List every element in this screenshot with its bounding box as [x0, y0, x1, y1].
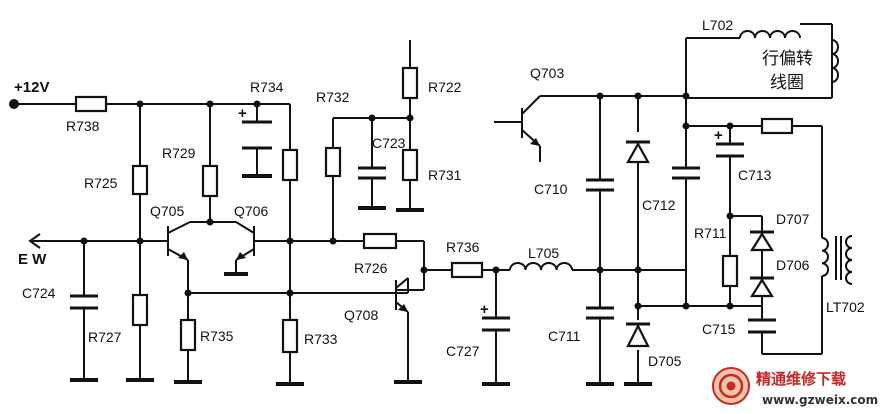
diode-d706 [750, 276, 774, 298]
capacitor-c712 [672, 166, 700, 180]
label-c711: C711 [548, 328, 581, 344]
capacitor-c724 [70, 294, 98, 310]
capacitor-c710 [586, 178, 614, 192]
capacitor-top-electrolytic: + [238, 105, 272, 150]
resistor-r735 [179, 318, 197, 352]
label-l702: L702 [702, 17, 733, 33]
label-r727: R727 [88, 329, 122, 345]
resistor-lt702-feed [760, 117, 794, 135]
resistor-r736 [450, 261, 484, 279]
resistor-r733 [281, 318, 299, 354]
svg-text:+: + [238, 105, 247, 122]
label-r729: R729 [162, 145, 196, 161]
label-r738: R738 [66, 118, 100, 134]
resistor-r732 [324, 146, 342, 178]
label-q705: Q705 [150, 203, 184, 219]
resistor-r731 [401, 148, 419, 182]
wires [14, 23, 833, 382]
q706-emitter-arrow-icon [236, 252, 246, 260]
component-labels: +12V E W R738 R725 R729 R734 R732 R722 C… [14, 17, 865, 369]
label-vcc: +12V [14, 79, 49, 96]
watermark-title: 精通维修下载 [756, 370, 846, 388]
label-r736: R736 [446, 239, 480, 255]
label-q703: Q703 [530, 65, 564, 81]
label-c727: C727 [446, 343, 480, 359]
label-lt702: LT702 [826, 299, 865, 315]
diode-damper [626, 140, 650, 164]
capacitors: + + + [70, 105, 776, 334]
label-c724: C724 [22, 285, 56, 301]
label-l705: L705 [528, 245, 559, 261]
label-coil-line1: 行偏转 [762, 49, 813, 69]
resistor-r727 [131, 293, 149, 327]
svg-text:+: + [714, 127, 723, 144]
resistor-r711 [721, 254, 739, 288]
label-r711: R711 [694, 225, 727, 241]
resistor-r729 [201, 164, 219, 198]
label-q706: Q706 [234, 203, 268, 219]
label-d705: D705 [648, 353, 682, 369]
label-d706: D706 [776, 257, 810, 273]
label-r731: R731 [428, 167, 462, 183]
junction-dots [9, 92, 734, 310]
resistor-r738 [74, 95, 108, 113]
label-c713: C713 [738, 167, 772, 183]
label-r735: R735 [200, 328, 234, 344]
label-r732: R732 [316, 89, 350, 105]
capacitor-c727: + [480, 301, 510, 332]
label-r734: R734 [250, 79, 284, 95]
inductor-l705 [509, 262, 573, 271]
q705-emitter-arrow-icon [178, 252, 188, 260]
capacitor-c723 [358, 166, 386, 180]
resistor-r722 [401, 66, 419, 100]
label-r722: R722 [428, 79, 462, 95]
watermark: 精通维修下载 www.gzweix.com [712, 367, 878, 407]
capacitor-c715 [748, 318, 776, 334]
resistor-r725 [131, 164, 149, 196]
svg-text:+: + [480, 301, 489, 318]
label-q708: Q708 [344, 307, 378, 323]
label-c712: C712 [642, 197, 676, 213]
resistor-r734 [281, 148, 299, 182]
ew-output-arrow-icon [28, 233, 41, 249]
diode-d705 [626, 322, 650, 348]
diode-d707 [750, 230, 774, 252]
transformer-lt702 [821, 235, 853, 285]
label-r726: R726 [354, 260, 388, 276]
label-c715: C715 [702, 321, 736, 337]
q708-emitter-arrow-icon [398, 304, 408, 312]
q703-emitter-arrow-icon [530, 138, 540, 146]
label-d707: D707 [776, 211, 810, 227]
diodes [626, 140, 774, 348]
resistors [74, 66, 794, 354]
inductors [509, 30, 853, 285]
label-c723: C723 [372, 135, 406, 151]
label-ew: E W [18, 251, 47, 268]
label-coil-line2: 线圈 [770, 73, 804, 93]
watermark-logo-icon [712, 367, 750, 405]
label-r733: R733 [304, 331, 338, 347]
capacitor-c713: + [714, 127, 744, 158]
deflection-coil-symbol [831, 39, 839, 83]
label-r725: R725 [84, 175, 118, 191]
watermark-url: www.gzweix.com [762, 393, 878, 407]
inductor-l702 [739, 30, 801, 39]
ground-symbols [70, 174, 652, 386]
resistor-r726 [362, 232, 398, 250]
capacitor-c711 [586, 306, 614, 320]
label-c710: C710 [534, 181, 568, 197]
